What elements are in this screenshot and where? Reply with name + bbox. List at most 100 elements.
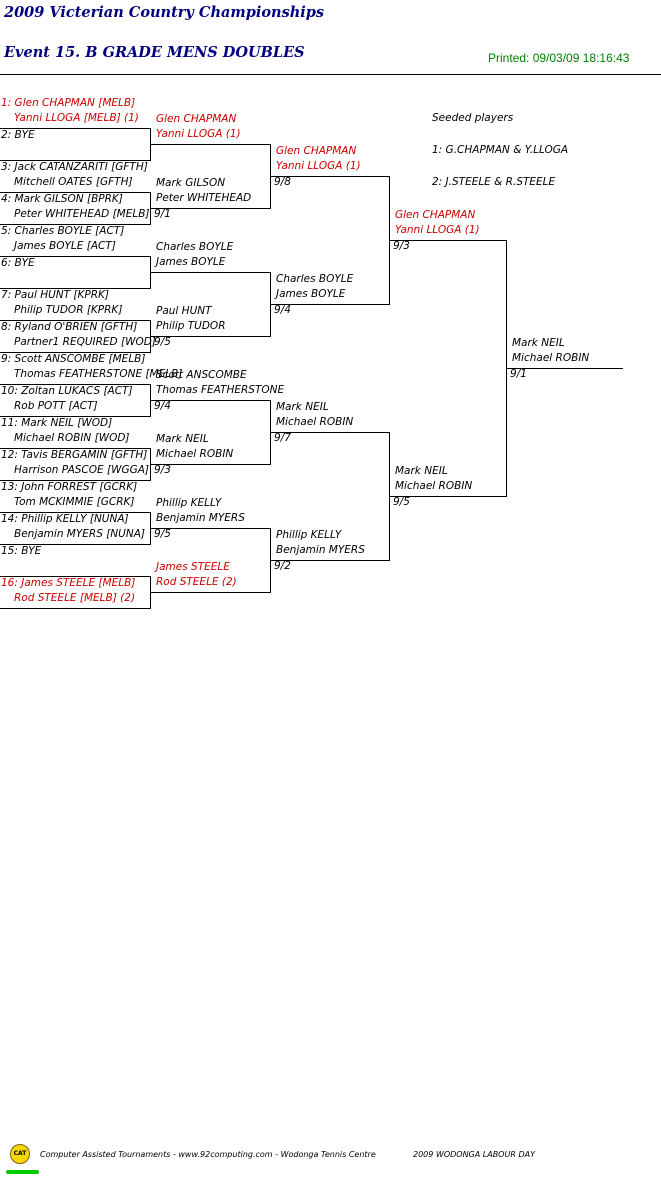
slot-line-r1-10 bbox=[0, 416, 151, 417]
tournament-title: 2009 Victerian Country Championships bbox=[4, 4, 325, 21]
connector-r1-5 bbox=[150, 384, 151, 417]
entry-r2-3-line1: Charles BOYLE bbox=[156, 241, 234, 253]
entry-r2-3-line2: James BOYLE bbox=[156, 256, 226, 268]
entry-r1-7-line2: Philip TUDOR [KPRK] bbox=[14, 304, 123, 316]
entry-r1-4-line2: Peter WHITEHEAD [MELB] bbox=[14, 208, 150, 220]
slot-line-r1-11 bbox=[0, 448, 151, 449]
result-r4-1: 9/3 bbox=[393, 240, 410, 252]
slot-line-r1-7 bbox=[0, 320, 151, 321]
entry-r1-9-line1: 9: Scott ANSCOMBE [MELB] bbox=[1, 353, 146, 365]
entry-r4-1-line1: Glen CHAPMAN bbox=[395, 209, 476, 221]
entry-r1-14-line2: Benjamin MYERS [NUNA] bbox=[14, 528, 145, 540]
entry-r2-2-line1: Mark GILSON bbox=[156, 177, 226, 189]
entry-r2-7-line1: Phillip KELLY bbox=[156, 497, 222, 509]
entry-r1-8-line2: Partner1 REQUIRED [WOD] bbox=[14, 336, 156, 348]
connector-r2-2 bbox=[270, 272, 271, 337]
result-r2-6: 9/3 bbox=[154, 464, 171, 476]
connector-r1-2 bbox=[150, 192, 151, 225]
slot-line-r2-3 bbox=[151, 272, 271, 273]
entry-r3-4-line1: Phillip KELLY bbox=[276, 529, 342, 541]
entry-r3-4-line2: Benjamin MYERS bbox=[276, 544, 365, 556]
connector-r1-6 bbox=[150, 448, 151, 481]
entry-r1-13-line2: Tom MCKIMMIE [GCRK] bbox=[14, 496, 135, 508]
result-r3-4: 9/2 bbox=[274, 560, 291, 572]
entry-r2-4-line2: Philip TUDOR bbox=[156, 320, 226, 332]
result-r2-5: 9/4 bbox=[154, 400, 171, 412]
result-r3-1: 9/8 bbox=[274, 176, 291, 188]
slot-line-r1-1 bbox=[0, 128, 151, 129]
entry-r3-1-line1: Glen CHAPMAN bbox=[276, 145, 357, 157]
entry-r2-1-line2: Yanni LLOGA (1) bbox=[156, 128, 241, 140]
slot-line-r3-1 bbox=[271, 176, 390, 177]
slot-line-r4-1 bbox=[390, 240, 507, 241]
entry-r1-5-line2: James BOYLE [ACT] bbox=[14, 240, 116, 252]
entry-r2-7-line2: Benjamin MYERS bbox=[156, 512, 245, 524]
connector-r1-7 bbox=[150, 512, 151, 545]
connector-r4-1 bbox=[506, 240, 507, 497]
slot-line-r2-1 bbox=[151, 144, 271, 145]
result-r2-7: 9/5 bbox=[154, 528, 171, 540]
result-r2-2: 9/1 bbox=[154, 208, 171, 220]
entry-r1-3-line1: 3: Jack CATANZARITI [GFTH] bbox=[1, 161, 148, 173]
connector-r2-1 bbox=[270, 144, 271, 209]
connector-r2-4 bbox=[270, 528, 271, 593]
seed-1: 1: G.CHAPMAN & Y.LLOGA bbox=[432, 144, 569, 156]
entry-r2-6-line2: Michael ROBIN bbox=[156, 448, 234, 460]
entry-r2-5-line1: Scott ANSCOMBE bbox=[156, 369, 247, 381]
result-r3-2: 9/4 bbox=[274, 304, 291, 316]
entry-r1-8-line1: 8: Ryland O'BRIEN [GFTH] bbox=[1, 321, 138, 333]
entry-r5-1-line1: Mark NEIL bbox=[512, 337, 565, 349]
slot-line-r1-3 bbox=[0, 192, 151, 193]
entry-r1-16-line1: 16: James STEELE [MELB] bbox=[1, 577, 136, 589]
entry-r1-3-line2: Mitchell OATES [GFTH] bbox=[14, 176, 133, 188]
entry-r1-1-line2: Yanni LLOGA [MELB] (1) bbox=[14, 112, 139, 124]
entry-r2-8-line2: Rod STEELE (2) bbox=[156, 576, 237, 588]
entry-r2-5-line2: Thomas FEATHERSTONE bbox=[156, 384, 285, 396]
seeded-heading: Seeded players bbox=[432, 112, 514, 124]
slot-line-r2-6 bbox=[151, 464, 271, 465]
entry-r1-12-line2: Harrison PASCOE [WGGA] bbox=[14, 464, 150, 476]
slot-line-r2-2 bbox=[151, 208, 271, 209]
entry-r2-8-line1: James STEELE bbox=[156, 561, 230, 573]
slot-line-r1-16 bbox=[0, 608, 151, 609]
slot-line-r3-2 bbox=[271, 304, 390, 305]
entry-r3-3-line1: Mark NEIL bbox=[276, 401, 329, 413]
slot-line-r5-1 bbox=[507, 368, 623, 369]
entry-r4-2-line2: Michael ROBIN bbox=[395, 480, 473, 492]
slot-line-r1-4 bbox=[0, 224, 151, 225]
entry-r1-2-line1: 2: BYE bbox=[1, 129, 35, 141]
connector-r1-8 bbox=[150, 576, 151, 609]
footer-event: 2009 WODONGA LABOUR DAY bbox=[413, 1150, 535, 1159]
entry-r2-4-line1: Paul HUNT bbox=[156, 305, 212, 317]
cat-logo: CAT bbox=[10, 1144, 30, 1164]
slot-line-r1-9 bbox=[0, 384, 151, 385]
connector-r3-1 bbox=[389, 176, 390, 305]
event-title: Event 15. B GRADE MENS DOUBLES bbox=[4, 44, 305, 61]
slot-line-r1-14 bbox=[0, 544, 151, 545]
entry-r2-6-line1: Mark NEIL bbox=[156, 433, 209, 445]
entry-r1-5-line1: 5: Charles BOYLE [ACT] bbox=[1, 225, 125, 237]
slot-line-r2-4 bbox=[151, 336, 271, 337]
entry-r4-1-line2: Yanni LLOGA (1) bbox=[395, 224, 480, 236]
entry-r1-4-line1: 4: Mark GILSON [BPRK] bbox=[1, 193, 123, 205]
result-r5-1: 9/1 bbox=[510, 368, 527, 380]
slot-line-r2-7 bbox=[151, 528, 271, 529]
entry-r2-2-line2: Peter WHITEHEAD bbox=[156, 192, 252, 204]
slot-line-r1-12 bbox=[0, 480, 151, 481]
entry-r3-2-line1: Charles BOYLE bbox=[276, 273, 354, 285]
footer-credit: Computer Assisted Tournaments - www.92co… bbox=[40, 1150, 376, 1159]
entry-r1-11-line1: 11: Mark NEIL [WOD] bbox=[1, 417, 113, 429]
slot-line-r1-6 bbox=[0, 288, 151, 289]
entry-r5-1-line2: Michael ROBIN bbox=[512, 352, 590, 364]
slot-line-r2-5 bbox=[151, 400, 271, 401]
entry-r1-16-line2: Rod STEELE [MELB] (2) bbox=[14, 592, 136, 604]
slot-line-r3-3 bbox=[271, 432, 390, 433]
entry-r1-1-line1: 1: Glen CHAPMAN [MELB] bbox=[1, 97, 136, 109]
entry-r1-14-line1: 14: Phillip KELLY [NUNA] bbox=[1, 513, 129, 525]
logo-underline bbox=[6, 1170, 39, 1174]
entry-r4-2-line1: Mark NEIL bbox=[395, 465, 448, 477]
entry-r3-2-line2: James BOYLE bbox=[276, 288, 346, 300]
slot-line-r1-8 bbox=[0, 352, 151, 353]
result-r4-2: 9/5 bbox=[393, 496, 410, 508]
entry-r1-6-line1: 6: BYE bbox=[1, 257, 35, 269]
